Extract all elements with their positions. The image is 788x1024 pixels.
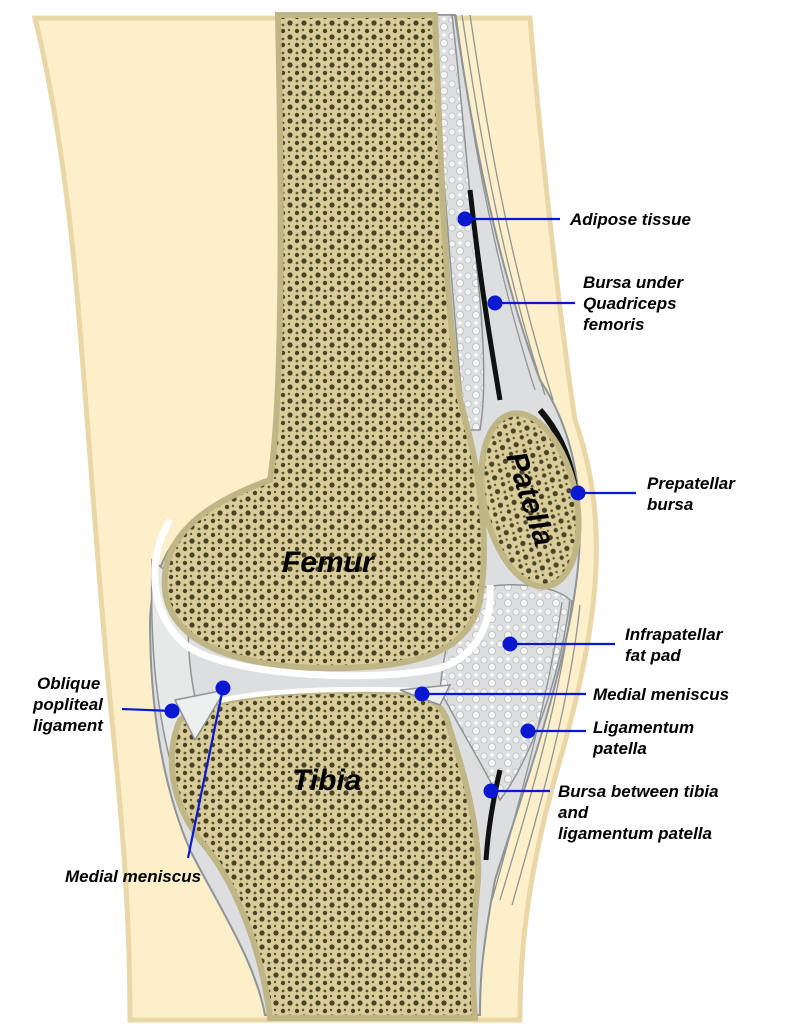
label-prepatellar: Prepatellar bursa	[647, 474, 740, 514]
dot-oblique	[165, 704, 179, 718]
label-oblique: Oblique popliteal ligament	[32, 674, 108, 735]
tibia-label: Tibia	[292, 764, 361, 797]
dot-infrapatellar	[503, 637, 517, 651]
dot-ligamentum	[521, 724, 535, 738]
label-medial-meniscus-right: Medial meniscus	[593, 685, 729, 704]
dot-medial-meniscus-bottom	[216, 681, 230, 695]
label-bursa-tibia: Bursa between tibia and ligamentum patel…	[558, 782, 723, 843]
dot-medial-meniscus-right	[415, 687, 429, 701]
dot-prepatellar	[571, 486, 585, 500]
femur-label: Femur	[282, 546, 376, 579]
label-medial-meniscus-bottom: Medial meniscus	[65, 867, 201, 886]
label-adipose: Adipose tissue	[569, 210, 691, 229]
dot-bursa-tibia	[484, 784, 498, 798]
label-bursa-quad: Bursa under Quadriceps femoris	[583, 273, 688, 334]
label-infrapatellar: Infrapatellar fat pad	[625, 625, 727, 665]
label-ligamentum: Ligamentum patella	[592, 718, 699, 758]
dot-bursa-quad	[488, 296, 502, 310]
dot-adipose	[458, 212, 472, 226]
